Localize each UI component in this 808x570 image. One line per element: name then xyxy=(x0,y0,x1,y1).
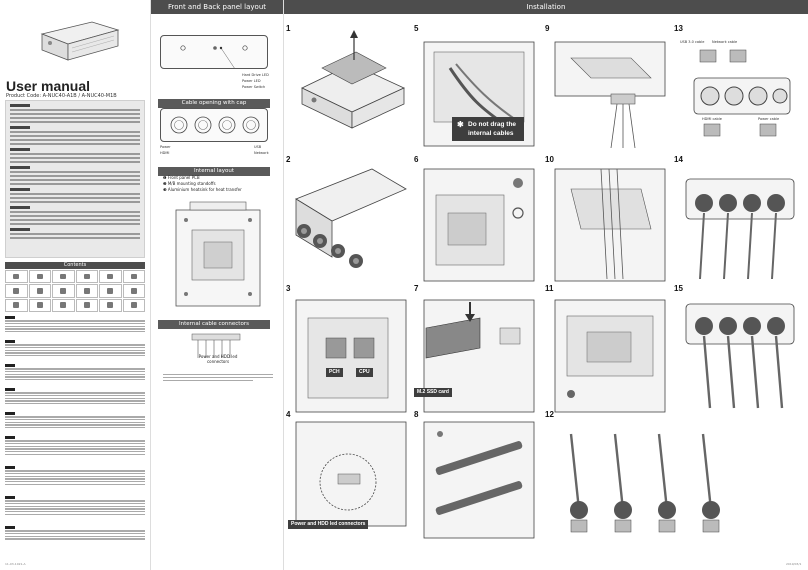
internal-item-2: ❷ M/B mounting standoffs xyxy=(163,181,216,186)
power-led-label: Power LED xyxy=(242,79,261,83)
network-cable-label: Network cable xyxy=(712,40,738,44)
language-block-tw xyxy=(5,526,145,541)
back-panel-illustration xyxy=(160,108,268,142)
hdmi-port-label: HDMI xyxy=(160,151,170,155)
power-switch-label: Power Switch xyxy=(242,85,266,89)
step-1-illustration xyxy=(301,30,405,129)
middle-column: Front and Back panel layout xyxy=(150,0,283,570)
step-4: 4 xyxy=(284,410,412,550)
language-block-es xyxy=(5,388,145,406)
step-7: 7 xyxy=(412,284,540,418)
mid-text-block xyxy=(163,372,273,383)
power-hdd-connector-label: Power and HDD led connectors xyxy=(198,354,238,364)
footer-code: 11-03-1021-A xyxy=(5,562,26,566)
step-6: 6 xyxy=(412,155,540,289)
footer-date: 2019/03/1 xyxy=(786,562,802,566)
power-cable-label: Power cable xyxy=(758,117,780,121)
step-5: 5 xyxy=(412,24,540,158)
step-11-illustration xyxy=(554,299,666,413)
internal-cable-header: Internal cable connectors xyxy=(158,320,270,329)
warning-x-icon: ✱ xyxy=(457,120,464,129)
pch-label: PCH xyxy=(326,368,343,377)
step-10: 10 xyxy=(543,155,671,289)
step-1: 1 xyxy=(284,24,412,158)
installation-column: Installation xyxy=(283,0,808,570)
front-back-header: Front and Back panel layout xyxy=(151,0,283,14)
step-15: 15 xyxy=(672,284,800,418)
cable-opening-header: Cable opening with cap xyxy=(158,99,270,108)
front-panel-illustration xyxy=(160,35,268,73)
internal-item-3: ❸ Aluminium heatsink for heat transfer xyxy=(163,187,242,192)
step-9-illustration xyxy=(554,41,666,149)
step-5-illustration xyxy=(423,41,535,147)
language-block-de xyxy=(5,340,145,358)
step-8-illustration xyxy=(423,421,535,539)
language-block-it xyxy=(5,412,145,430)
language-block-fr xyxy=(5,364,145,382)
internal-layout-header: Internal layout xyxy=(158,167,270,176)
usb-cable-label: USB 3.0 cable xyxy=(680,40,705,44)
language-block-jp xyxy=(5,436,145,456)
step-12-illustration xyxy=(569,433,720,533)
cable-connector-illustration xyxy=(191,333,241,358)
internal-layout-illustration xyxy=(175,201,261,307)
left-column: User manual Product Code: A-NUC40-A1B / … xyxy=(0,0,150,570)
contents-header: Contents xyxy=(5,262,145,269)
step-12: 12 xyxy=(543,410,720,550)
contents-grid xyxy=(5,270,145,312)
internal-item-1: ❶ Front panel PCB xyxy=(163,175,200,180)
language-block-kr xyxy=(5,496,145,516)
hdmi-cable-label: HDMI cable xyxy=(702,117,722,121)
power-hdd-led-label: Power and HDD led connectors xyxy=(288,520,369,529)
step-4-illustration xyxy=(295,421,407,527)
language-block-en xyxy=(5,316,145,334)
cpu-label: CPU xyxy=(356,368,373,377)
step-14-illustration xyxy=(685,178,795,280)
usb-port-label: USB xyxy=(254,145,262,149)
do-not-drag-warning: ✱ Do not drag the internal cables xyxy=(452,117,524,141)
manual-title: User manual xyxy=(6,78,91,94)
language-block-cn xyxy=(5,466,145,486)
step-2: 2 xyxy=(284,155,412,289)
safety-notice-box xyxy=(5,100,145,258)
product-code: Product Code: A-NUC40-A1B / A-NUC40-M1B xyxy=(6,93,117,99)
step-13: 13 xyxy=(672,24,800,158)
step-2-illustration xyxy=(295,168,407,268)
step-11: 11 xyxy=(543,284,671,418)
step-10-illustration xyxy=(554,168,666,282)
step-14: 14 xyxy=(672,155,800,289)
network-port-label: Network xyxy=(254,151,269,155)
power-port-label: Power xyxy=(160,145,171,149)
device-illustration xyxy=(40,21,120,61)
step-3: 3 xyxy=(284,284,412,418)
m2-ssd-label: M.2 SSD card xyxy=(414,388,452,397)
step-15-illustration xyxy=(685,303,795,409)
step-8: 8 xyxy=(412,410,540,550)
step-9: 9 xyxy=(543,24,671,158)
hdd-light-label: Hard Drive LED xyxy=(242,73,269,77)
step-13-illustration xyxy=(693,49,791,137)
step-3-illustration xyxy=(295,299,407,413)
step-6-illustration xyxy=(423,168,535,282)
installation-header: Installation xyxy=(284,0,808,14)
